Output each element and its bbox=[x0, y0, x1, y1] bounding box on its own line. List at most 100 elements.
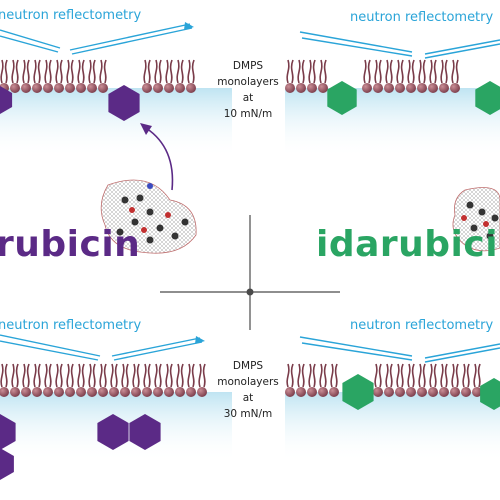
lipid-tail bbox=[70, 59, 74, 84]
lipid-molecule bbox=[307, 363, 317, 397]
lipid-tail bbox=[389, 363, 393, 388]
lipid-tail bbox=[121, 363, 125, 388]
lipid-tail bbox=[66, 59, 70, 84]
lipid-tail bbox=[374, 363, 378, 388]
drug-hexagon bbox=[129, 414, 161, 450]
lipid-tail bbox=[59, 363, 63, 388]
lipid-head bbox=[65, 83, 75, 93]
lipid-molecule bbox=[307, 59, 317, 93]
condition-label-10: DMPS monolayers at 10 mN/m bbox=[213, 58, 283, 122]
lipid-tail bbox=[319, 59, 323, 84]
lipid-molecule bbox=[439, 363, 449, 397]
lipid-tail bbox=[180, 59, 184, 84]
lipid-molecule bbox=[384, 363, 394, 397]
lipid-head bbox=[142, 387, 152, 397]
lipid-molecule bbox=[164, 363, 174, 397]
lipid-head bbox=[142, 83, 152, 93]
beam-bottom-right bbox=[299, 336, 500, 363]
lipid-molecule bbox=[43, 363, 53, 397]
lipid-molecule bbox=[142, 59, 152, 93]
lipid-head bbox=[318, 387, 328, 397]
lipid-head bbox=[307, 387, 317, 397]
lipid-tail bbox=[323, 363, 327, 388]
lipid-tail bbox=[136, 363, 140, 388]
lipid-tail bbox=[334, 363, 338, 388]
lipid-head bbox=[32, 83, 42, 93]
lipid-tail bbox=[367, 59, 371, 84]
lipid-tail bbox=[48, 59, 52, 84]
lipid-tail bbox=[323, 59, 327, 84]
lipid-tail bbox=[466, 363, 470, 388]
lipid-tail bbox=[297, 59, 301, 84]
lipid-molecule bbox=[98, 59, 108, 93]
condition-label-30: DMPS monolayers at 30 mN/m bbox=[213, 358, 283, 422]
lipid-tail bbox=[312, 59, 316, 84]
lipid-tail bbox=[11, 363, 15, 388]
lipid-head bbox=[395, 83, 405, 93]
lipid-head bbox=[197, 387, 207, 397]
lipid-molecule bbox=[87, 363, 97, 397]
lipid-tail bbox=[154, 59, 158, 84]
drug-hexagon bbox=[108, 85, 140, 121]
lipid-molecule bbox=[373, 363, 383, 397]
lipid-tail bbox=[462, 363, 466, 388]
condition-line: at bbox=[242, 92, 254, 104]
lipid-tail bbox=[154, 363, 158, 388]
lipid-tail bbox=[147, 363, 151, 388]
lipid-molecule bbox=[439, 59, 449, 93]
lipid-molecule bbox=[428, 363, 438, 397]
condition-line: DMPS bbox=[232, 60, 264, 72]
lipid-tail bbox=[22, 363, 26, 388]
lipid-tail bbox=[165, 363, 169, 388]
lipid-head bbox=[362, 83, 372, 93]
lipid-tail bbox=[440, 59, 444, 84]
lipid-head bbox=[384, 83, 394, 93]
beam-bottom-left bbox=[0, 334, 205, 361]
lipid-tail bbox=[400, 363, 404, 388]
lipid-tail bbox=[418, 363, 422, 388]
lipid-molecule bbox=[175, 363, 185, 397]
lipid-head bbox=[10, 83, 20, 93]
lipid-tail bbox=[158, 59, 162, 84]
lipid-head bbox=[384, 387, 394, 397]
lipid-molecule bbox=[472, 363, 482, 397]
drug-hexagon bbox=[0, 414, 16, 450]
technique-label-bottom-left: neutron reflectometry bbox=[0, 318, 142, 333]
lipid-head bbox=[32, 387, 42, 397]
lipid-tail bbox=[301, 363, 305, 388]
drug-hexagon bbox=[97, 414, 129, 450]
lipid-tail bbox=[77, 363, 81, 388]
lipid-tail bbox=[22, 59, 26, 84]
lipid-tail bbox=[37, 363, 41, 388]
lipid-tail bbox=[114, 363, 118, 388]
lipid-tail bbox=[143, 59, 147, 84]
lipid-molecule bbox=[131, 363, 141, 397]
lipid-molecule bbox=[362, 59, 372, 93]
technique-label-bottom-right: neutron reflectometry bbox=[350, 318, 494, 333]
lipid-head bbox=[164, 83, 174, 93]
condition-line: 10 mN/m bbox=[223, 108, 273, 120]
lipid-tail bbox=[396, 363, 400, 388]
lipid-tail bbox=[33, 59, 37, 84]
lipid-tail bbox=[44, 363, 48, 388]
lipid-tail bbox=[81, 363, 85, 388]
lipid-tail bbox=[81, 59, 85, 84]
lipid-tail bbox=[286, 363, 290, 388]
lipid-tail bbox=[400, 59, 404, 84]
beam-top-right bbox=[299, 31, 500, 59]
lipid-molecule bbox=[186, 59, 196, 93]
lipid-molecule bbox=[54, 59, 64, 93]
lipid-head bbox=[373, 387, 383, 397]
lipid-tail bbox=[11, 59, 15, 84]
lipid-molecule bbox=[87, 59, 97, 93]
condition-line: monolayers bbox=[217, 76, 279, 88]
lipid-molecule bbox=[329, 363, 339, 397]
lipid-head bbox=[65, 387, 75, 397]
lipid-tail bbox=[147, 59, 151, 84]
lipid-tail bbox=[77, 59, 81, 84]
lipid-tail bbox=[407, 363, 411, 388]
lipid-head bbox=[76, 387, 86, 397]
lipid-tail bbox=[92, 59, 96, 84]
lipid-head bbox=[428, 387, 438, 397]
lipid-tail bbox=[110, 363, 114, 388]
